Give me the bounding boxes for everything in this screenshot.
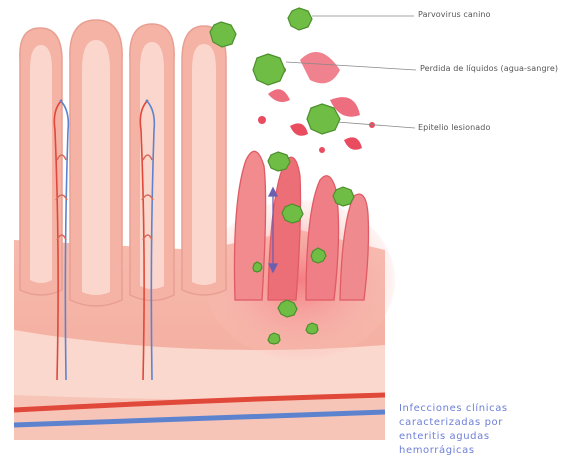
label-fluid-loss: Perdida de líquidos (agua-sangre) bbox=[420, 64, 558, 73]
caption-line-1: Infecciones clínicas bbox=[399, 402, 569, 416]
caption-block: Infecciones clínicas caracterizadas por … bbox=[399, 402, 569, 458]
caption-line-3: enteritis agudas bbox=[399, 430, 569, 444]
label-parvovirus: Parvovirus canino bbox=[418, 10, 491, 19]
label-damaged-epithelium: Epitelio lesionado bbox=[418, 123, 490, 132]
caption-line-2: caracterizadas por bbox=[399, 416, 569, 430]
